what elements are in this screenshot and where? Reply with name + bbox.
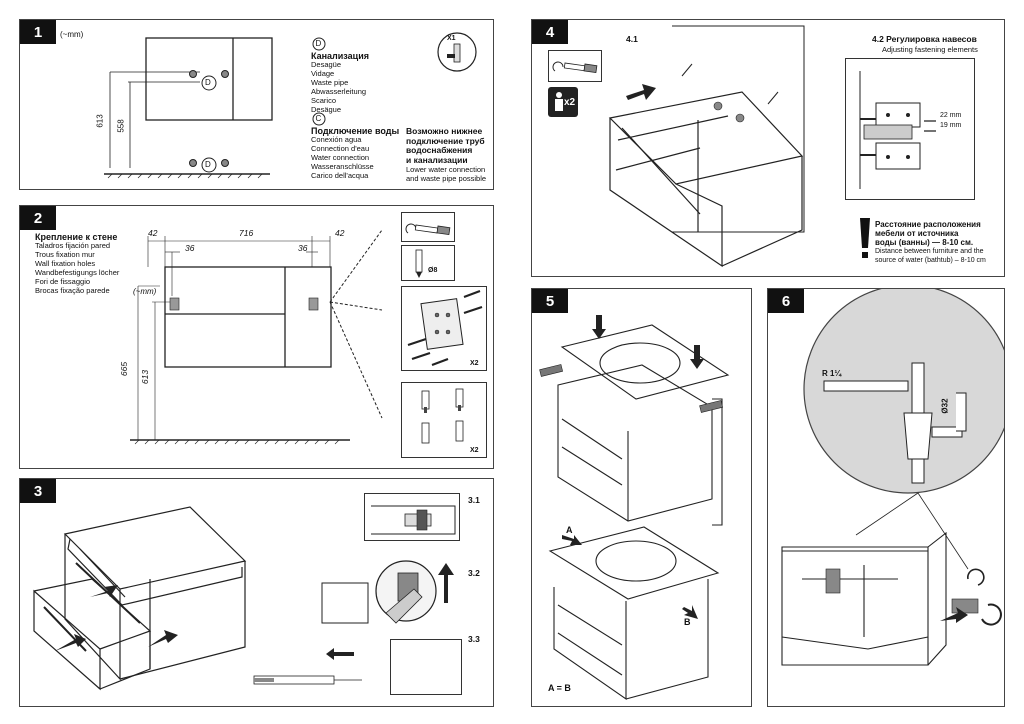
water-item: Water connection: [311, 152, 370, 162]
step-5-number: 5: [532, 289, 568, 313]
sewerage-item: Waste pipe: [311, 77, 349, 87]
dowels-box: X2: [401, 382, 487, 458]
substep-3-2: 3.2: [468, 568, 480, 578]
step-4-panel: 4 x2 4.1: [531, 19, 1005, 277]
approx-mm-label: (~mm): [60, 30, 84, 39]
step-3-number: 3: [20, 479, 56, 503]
x2-quantity-b: X2: [470, 447, 479, 454]
hinge-detail-box: 22 mm 19 mm: [845, 58, 975, 200]
dim-inner-right-36: 36: [298, 243, 308, 253]
label-a: A: [566, 525, 573, 535]
dim-right-42: 42: [335, 228, 345, 238]
drill-diameter-label: Ø8: [428, 267, 438, 274]
sewerage-item: Vidage: [311, 68, 335, 78]
c-legend-letter: C: [315, 114, 322, 123]
wall-cabinet-diagram: [130, 229, 383, 445]
cabinet-drawers-diagram: [33, 506, 247, 691]
dim-height-665: 665: [119, 361, 130, 377]
drill-bit-icon: [437, 32, 477, 72]
water-title: Подключение воды: [311, 126, 400, 136]
sink-installation-diagram: [539, 315, 730, 701]
wall-mount-list: Taladros fijación pared Trous fixation m…: [35, 241, 120, 295]
x1-quantity: X1: [447, 35, 456, 42]
sewerage-list: Desagüe Vidage Waste pipe Abwasserleitun…: [311, 60, 367, 114]
pipe-diameter-label: Ø32: [940, 398, 950, 414]
siphon-detail-circle: [781, 289, 1004, 666]
x2-quantity-a: X2: [470, 360, 479, 367]
substep-3-1: 3.1: [468, 495, 480, 505]
sewerage-item: Desagüe: [311, 60, 342, 69]
dim-inner-left-36: 36: [185, 243, 195, 253]
water-item: Conexión agua: [311, 135, 362, 144]
step-3-panel: 3 3.1: [19, 478, 494, 707]
hinge-adjust-subtitle: Adjusting fastening elements: [882, 45, 978, 54]
label-b: B: [684, 617, 691, 627]
sewerage-item: Desägue: [311, 104, 342, 114]
dimension-613: 613: [95, 114, 105, 128]
step-5-panel: 5 A B: [531, 288, 752, 707]
hinge-19mm: 19 mm: [940, 122, 962, 129]
water-item: Connection d'eau: [311, 143, 370, 153]
dimension-558: 558: [116, 119, 126, 133]
approx-mm-label: (~mm): [133, 287, 157, 296]
screwdriver-icon: [552, 61, 598, 74]
hinge-plate-icon: [859, 71, 936, 189]
substep-3-3: 3.3: [468, 634, 480, 644]
hinge-22mm: 22 mm: [940, 112, 962, 119]
c-legend-icon: [312, 112, 326, 126]
equation-a-equals-b: A = B: [548, 683, 571, 693]
sewerage-title: Канализация: [311, 51, 369, 61]
d-symbol-top: D: [205, 78, 211, 87]
cabinet-back-outline: [104, 37, 273, 179]
thread-size-label: R 1¼: [822, 369, 842, 378]
lower-connection-note-en: Lower water connection and waste pipe po…: [406, 165, 487, 183]
warning-exclamation-icon: [860, 218, 870, 258]
lower-connection-note-ru: Возможно нижнее подключение труб водосна…: [406, 126, 485, 165]
step-2-panel: 2 Крепление к стене Taladros fijación pa…: [19, 205, 494, 469]
screwdriver-detail-box: [401, 212, 455, 242]
distance-warning-en: Distance between furniture and the sourc…: [875, 248, 986, 264]
water-item: Wasseranschlüsse: [311, 161, 374, 171]
substep-4-1: 4.1: [626, 34, 638, 44]
dim-width-716: 716: [239, 228, 254, 238]
wall-plug-icon: [421, 388, 464, 444]
wall-bracket-icon: [407, 289, 483, 367]
persons-count: x2: [564, 97, 576, 108]
drill-bit-icon: [415, 249, 423, 278]
step-4-number: 4: [532, 20, 568, 44]
wall-mount-title: Крепление к стене: [35, 232, 118, 242]
drawer-lever-closeup: [321, 560, 454, 624]
distance-warning-ru: Расстояние расположения мебели от источн…: [875, 220, 981, 247]
person-icon: [555, 92, 563, 111]
hinge-adjust-title: 4.2 Регулировка навесов: [872, 34, 977, 44]
drawer-panel-detail: [390, 639, 462, 695]
step-6-number: 6: [768, 289, 804, 313]
drawer-rail-diagram: [253, 648, 362, 685]
screwdriver-icon: [405, 223, 451, 236]
d-legend-letter: D: [315, 39, 322, 48]
drill-8mm-box: Ø8: [401, 245, 455, 281]
screwdriver-detail-box: [548, 50, 602, 82]
sewerage-item: Scarico: [311, 95, 337, 105]
step-1-number: 1: [20, 20, 56, 44]
sewerage-item: Abwasserleitung: [311, 86, 367, 96]
step-2-number: 2: [20, 206, 56, 230]
d-legend-icon: [312, 37, 326, 51]
step-1-panel: 1 (~mm): [19, 19, 494, 190]
dim-left-42: 42: [148, 228, 158, 238]
drawer-clip-icon: [371, 505, 456, 535]
bracket-screws-box: X2: [401, 286, 487, 371]
water-item: Carico dell'acqua: [311, 170, 369, 180]
wall-mounting-diagram: [608, 25, 805, 268]
d-symbol-bottom: D: [205, 160, 211, 169]
step-6-panel: 6: [767, 288, 1005, 707]
dim-height-613: 613: [140, 369, 151, 385]
drawer-release-detail: [364, 493, 460, 541]
water-list: Conexión agua Connection d'eau Water con…: [311, 135, 374, 181]
